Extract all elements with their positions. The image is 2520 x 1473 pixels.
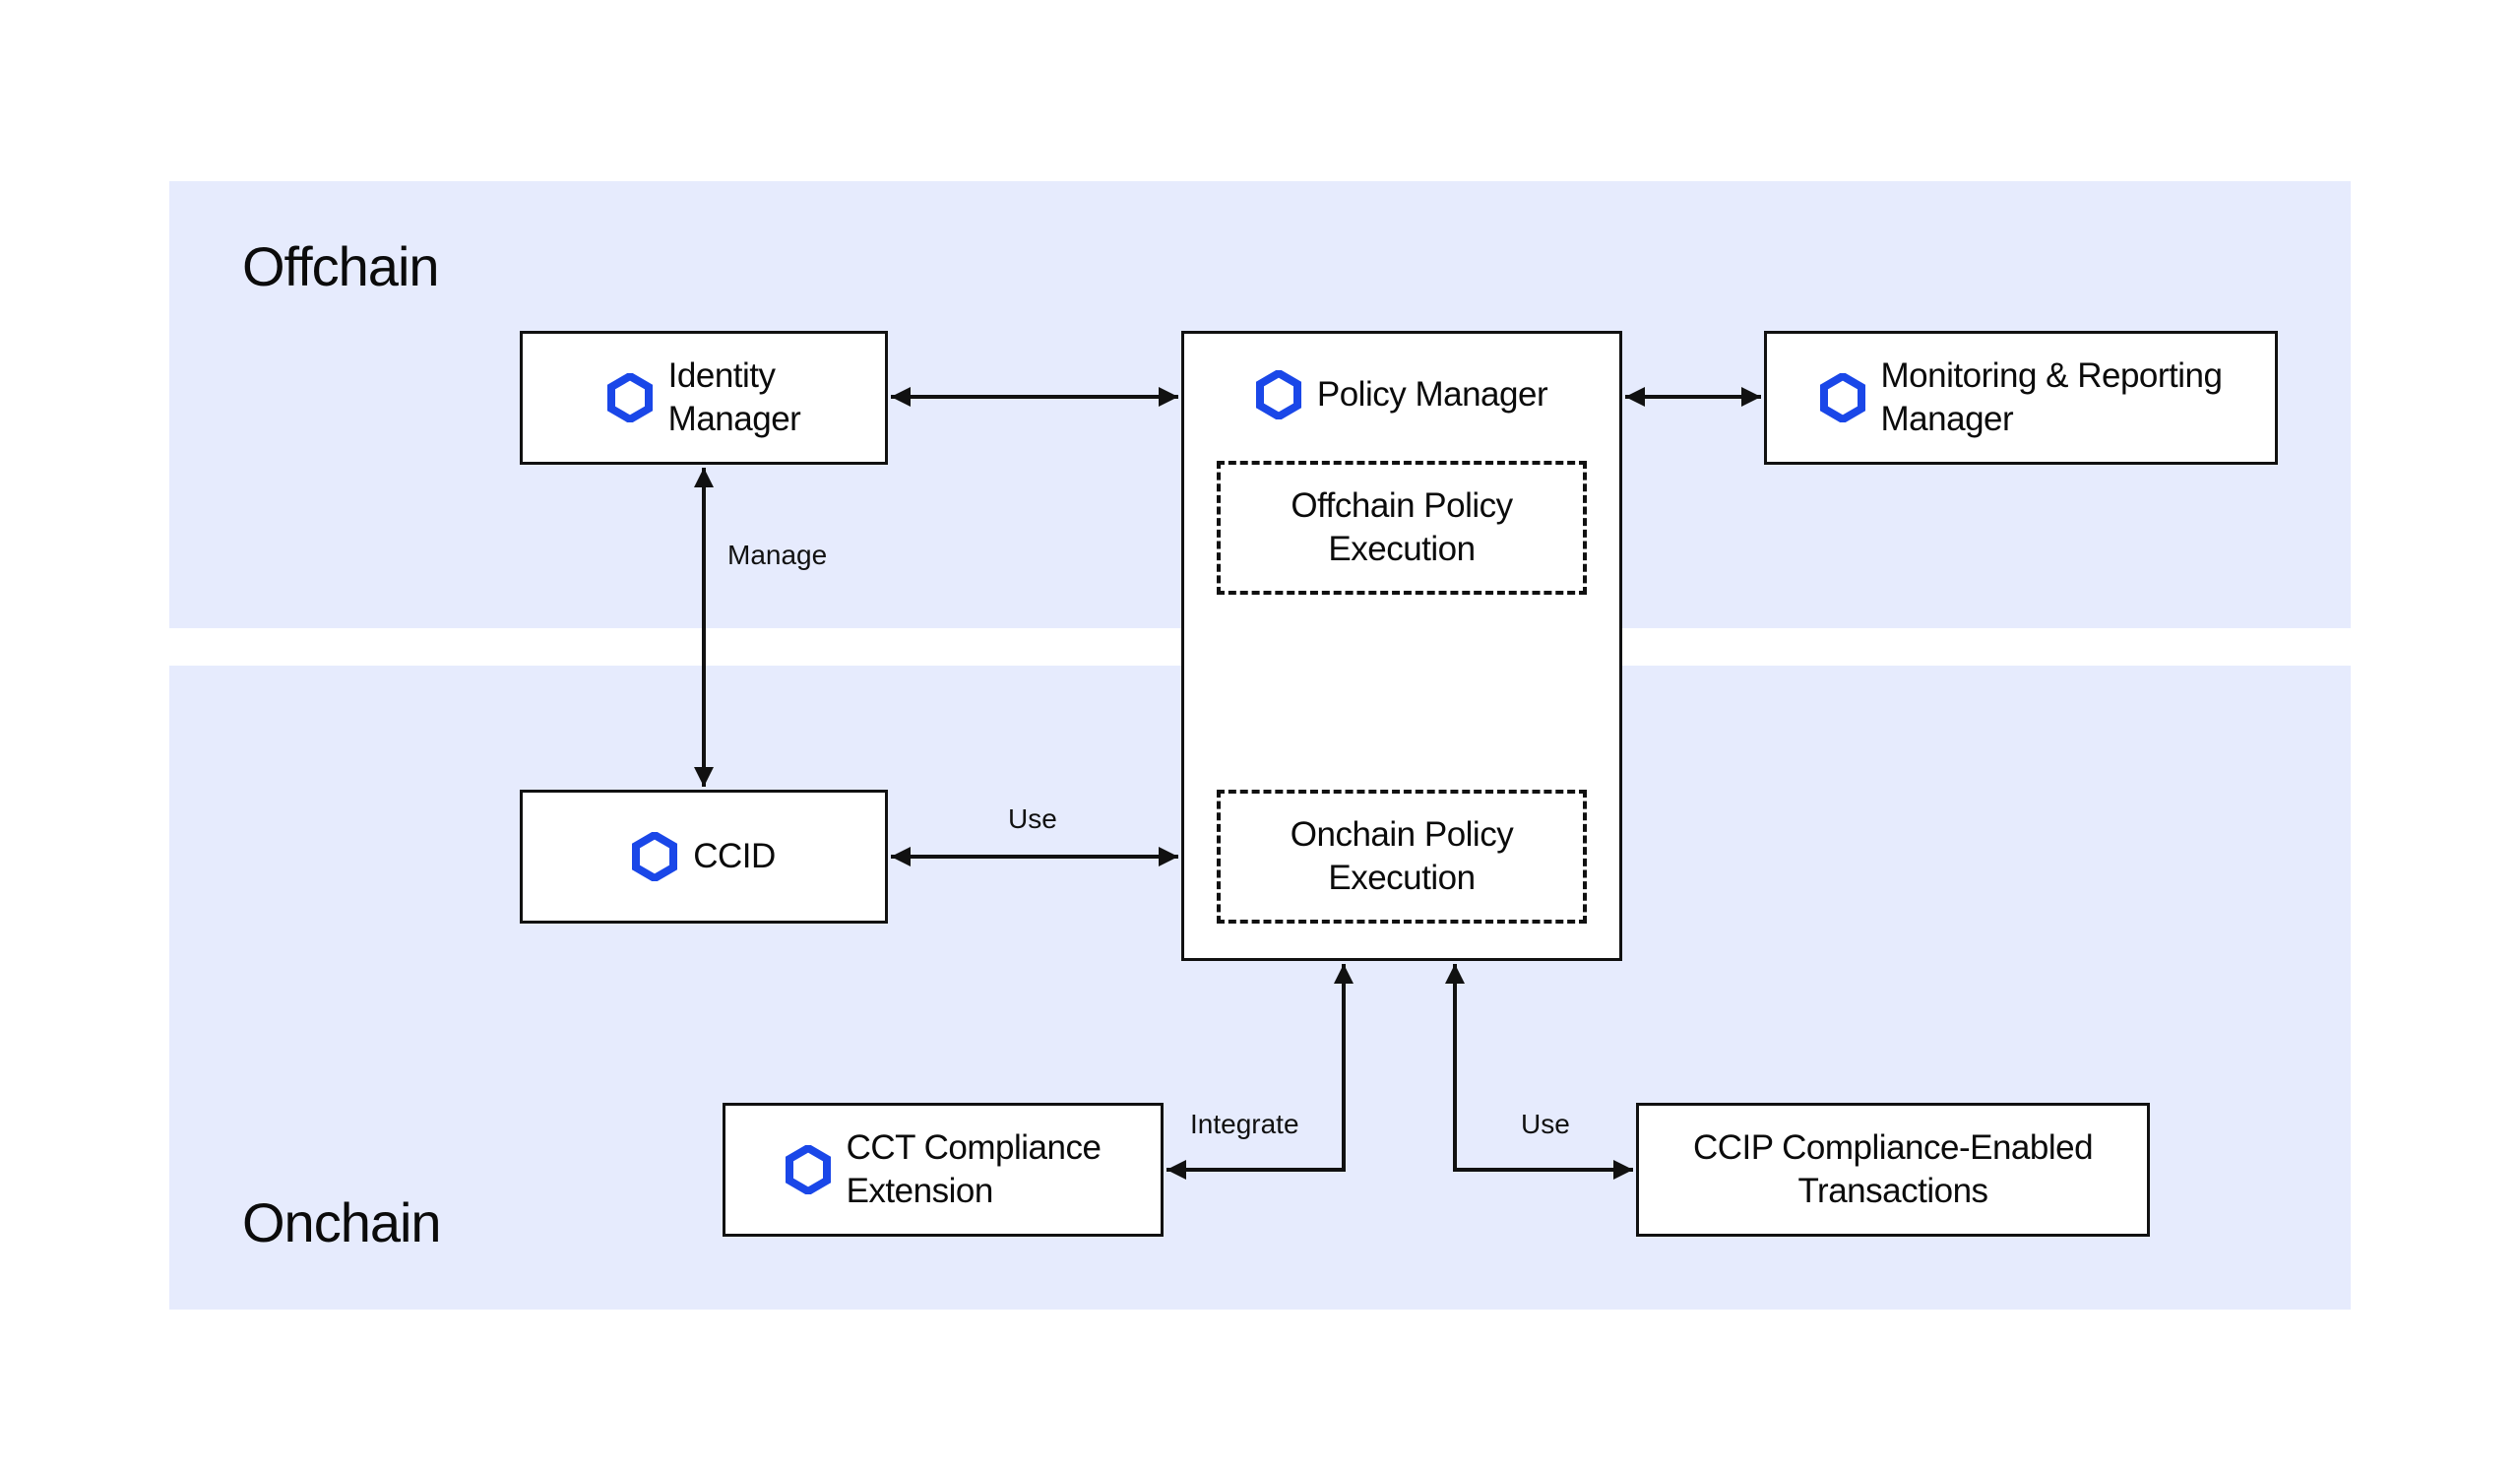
ccid-label: CCID (693, 837, 776, 875)
edge-integrate (1166, 964, 1354, 1180)
monitoring-reporting-manager-node: Monitoring & Reporting Manager (1764, 331, 2278, 465)
onchain-policy-execution-node: Onchain Policy Execution (1217, 790, 1587, 924)
edge-label-use-ccip: Use (1521, 1109, 1570, 1139)
offchain-zone-title: Offchain (242, 235, 440, 297)
cct-compliance-extension-label: CCT Compliance Extension (846, 1128, 1102, 1210)
ccip-compliance-transactions-node: CCIP Compliance-Enabled Transactions (1636, 1103, 2150, 1237)
offchain-policy-execution-label: Offchain Policy Execution (1291, 486, 1513, 568)
ccip-compliance-transactions-label: CCIP Compliance-Enabled Transactions (1692, 1128, 2094, 1210)
chainlink-hexagon-icon (606, 373, 653, 422)
chainlink-hexagon-icon (1819, 373, 1865, 422)
identity-manager-label: Identity Manager (667, 356, 801, 438)
edge-label-use-ccid: Use (1008, 803, 1057, 834)
monitoring-reporting-manager-label: Monitoring & Reporting Manager (1880, 356, 2223, 438)
chainlink-hexagon-icon (1255, 370, 1301, 419)
chainlink-hexagon-icon (632, 832, 678, 881)
edge-use-ccip (1445, 964, 1633, 1180)
edge-label-integrate: Integrate (1190, 1109, 1299, 1139)
cct-compliance-extension-node: CCT Compliance Extension (723, 1103, 1164, 1237)
chainlink-hexagon-icon (785, 1145, 831, 1194)
offchain-policy-execution-node: Offchain Policy Execution (1217, 461, 1587, 595)
policy-manager-label: Policy Manager (1316, 375, 1548, 414)
ccid-node: CCID (520, 790, 888, 924)
policy-manager-header: Policy Manager (1181, 364, 1622, 425)
identity-manager-node: Identity Manager (520, 331, 888, 465)
onchain-policy-execution-label: Onchain Policy Execution (1290, 815, 1514, 897)
edge-label-manage: Manage (727, 540, 828, 570)
onchain-zone-title: Onchain (242, 1191, 442, 1253)
